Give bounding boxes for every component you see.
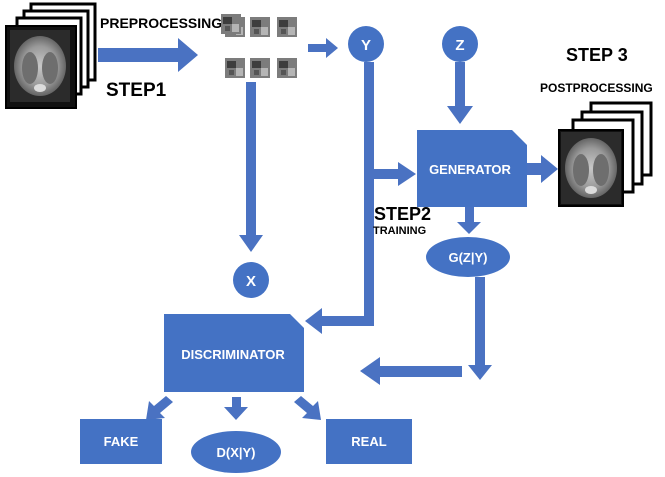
gzy-to-discriminator-arrow bbox=[468, 277, 492, 380]
z-node: Z bbox=[442, 26, 478, 62]
real-box: REAL bbox=[326, 419, 412, 464]
image-patch-grid-icon bbox=[221, 14, 297, 78]
real-label: REAL bbox=[351, 434, 386, 449]
gzy-return-arrow bbox=[360, 357, 462, 385]
training-label: TRAINING bbox=[373, 225, 426, 237]
generator-to-output-arrow bbox=[527, 155, 558, 183]
fake-label: FAKE bbox=[104, 434, 139, 449]
y-to-discriminator-arrow bbox=[305, 308, 374, 334]
patches-to-y-arrow bbox=[308, 38, 338, 58]
step2-label: STEP2 bbox=[374, 204, 431, 224]
preprocessing-arrow bbox=[98, 38, 198, 72]
step1-label: STEP1 bbox=[106, 80, 167, 101]
x-node: X bbox=[233, 262, 269, 298]
x-node-label: X bbox=[246, 273, 256, 290]
patches-to-x-arrow bbox=[239, 82, 263, 252]
discriminator-box: DISCRIMINATOR bbox=[164, 314, 304, 392]
discriminator-label: DISCRIMINATOR bbox=[181, 347, 285, 362]
z-node-label: Z bbox=[455, 37, 464, 54]
y-trunk-line bbox=[364, 62, 374, 322]
z-to-generator-arrow bbox=[447, 62, 473, 124]
dxy-label: D(X|Y) bbox=[216, 445, 255, 460]
discriminator-to-real-arrow bbox=[294, 396, 321, 420]
fake-box: FAKE bbox=[80, 419, 162, 464]
preprocessing-label: PREPROCESSING bbox=[100, 15, 222, 31]
generator-label: GENERATOR bbox=[429, 162, 511, 177]
y-to-generator-arrow bbox=[374, 162, 416, 186]
dxy-node: D(X|Y) bbox=[191, 431, 281, 473]
gzy-label: G(Z|Y) bbox=[448, 250, 487, 265]
y-node-label: Y bbox=[361, 37, 371, 54]
discriminator-to-dxy-arrow bbox=[224, 397, 248, 420]
y-node: Y bbox=[348, 26, 384, 62]
discriminator-to-fake-arrow bbox=[146, 396, 173, 420]
output-ct-scan-stack-icon bbox=[558, 101, 653, 207]
input-ct-scan-stack-icon bbox=[5, 2, 97, 109]
generator-to-gzy-arrow bbox=[457, 207, 481, 234]
step3-label: STEP 3 bbox=[566, 45, 628, 65]
gzy-node: G(Z|Y) bbox=[426, 237, 510, 277]
postprocessing-label: POSTPROCESSING bbox=[540, 81, 653, 95]
generator-box: GENERATOR bbox=[417, 130, 527, 207]
